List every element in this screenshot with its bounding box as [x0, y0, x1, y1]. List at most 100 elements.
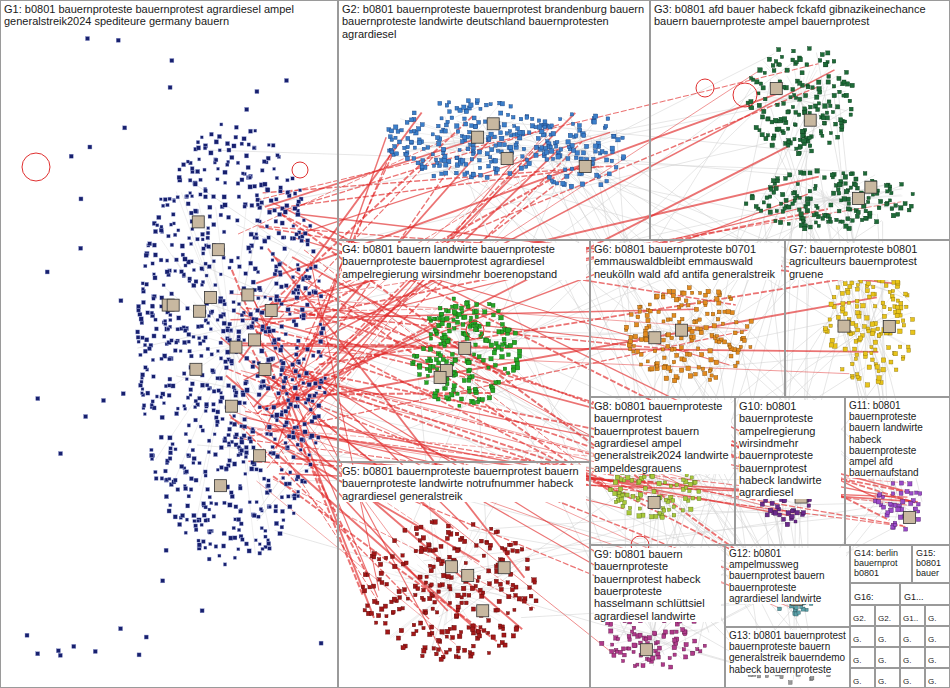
network-vertex — [757, 103, 761, 107]
network-vertex — [464, 162, 468, 166]
network-vertex — [228, 322, 232, 326]
network-vertex — [298, 361, 301, 364]
network-vertex — [168, 436, 172, 440]
network-vertex — [266, 386, 270, 390]
network-vertex — [469, 103, 473, 107]
network-vertex — [219, 341, 223, 345]
network-vertex — [302, 381, 305, 384]
network-vertex — [296, 443, 299, 446]
network-vertex — [266, 484, 270, 488]
network-vertex — [513, 125, 516, 128]
network-vertex — [431, 133, 434, 136]
avatar-vertex — [472, 131, 484, 143]
network-vertex — [269, 451, 272, 454]
network-vertex — [263, 182, 267, 186]
network-vertex — [758, 68, 763, 73]
network-vertex — [309, 463, 313, 467]
network-edge — [655, 630, 698, 635]
network-vertex — [474, 125, 478, 129]
network-vertex — [472, 116, 476, 120]
network-vertex — [251, 280, 255, 284]
network-edge — [450, 590, 471, 623]
network-vertex — [280, 345, 283, 348]
network-vertex — [828, 141, 832, 145]
network-vertex — [572, 149, 576, 153]
network-vertex — [787, 110, 791, 114]
network-vertex — [286, 179, 289, 182]
network-vertex — [207, 265, 211, 269]
network-vertex — [238, 265, 242, 269]
network-edge — [244, 70, 835, 380]
network-vertex — [827, 75, 831, 79]
network-vertex — [286, 398, 290, 402]
network-vertex — [278, 531, 282, 535]
network-vertex — [192, 268, 195, 271]
network-vertex — [610, 146, 614, 150]
network-vertex — [282, 476, 285, 479]
network-vertex — [271, 143, 275, 147]
network-vertex — [141, 388, 144, 391]
network-vertex — [208, 215, 212, 219]
network-vertex — [212, 389, 216, 393]
network-vertex — [475, 99, 479, 103]
network-edge — [232, 190, 266, 345]
network-vertex — [540, 130, 544, 134]
network-vertex — [139, 317, 143, 321]
network-vertex — [189, 477, 193, 481]
network-vertex — [592, 157, 596, 161]
network-vertex — [305, 303, 309, 307]
network-vertex — [144, 366, 148, 370]
network-vertex — [849, 107, 853, 111]
network-vertex — [278, 348, 283, 353]
network-vertex — [216, 376, 220, 380]
network-vertex — [489, 103, 492, 106]
network-vertex — [176, 488, 180, 492]
network-vertex — [151, 262, 154, 265]
network-vertex — [292, 319, 296, 323]
network-edge — [667, 335, 690, 375]
network-vertex — [200, 523, 203, 526]
network-vertex — [259, 468, 263, 472]
network-vertex — [440, 117, 443, 120]
network-vertex — [540, 146, 543, 149]
network-vertex — [146, 391, 150, 395]
network-vertex — [512, 116, 516, 120]
network-vertex — [176, 328, 180, 332]
network-vertex — [143, 413, 146, 416]
network-vertex — [199, 178, 203, 182]
network-vertex — [280, 325, 284, 329]
network-vertex — [436, 161, 439, 164]
network-vertex — [245, 388, 250, 393]
network-vertex — [223, 501, 227, 505]
network-vertex — [232, 462, 236, 466]
network-vertex — [764, 97, 767, 100]
network-vertex — [772, 69, 776, 73]
network-vertex — [178, 168, 181, 171]
network-vertex — [760, 133, 764, 137]
network-vertex — [143, 343, 147, 347]
network-vertex — [247, 175, 251, 179]
network-vertex — [228, 503, 233, 508]
network-vertex — [547, 145, 551, 149]
network-vertex — [443, 154, 447, 158]
network-vertex — [247, 246, 251, 250]
network-vertex — [278, 189, 282, 193]
network-vertex — [314, 291, 318, 295]
network-vertex — [317, 404, 321, 408]
network-edge — [580, 150, 612, 155]
network-vertex — [151, 400, 154, 403]
network-vertex — [410, 118, 414, 122]
network-vertex — [755, 80, 759, 84]
network-vertex — [241, 393, 245, 397]
network-vertex — [236, 256, 239, 259]
network-vertex — [550, 179, 553, 182]
network-vertex — [224, 366, 228, 370]
network-vertex — [433, 164, 436, 167]
network-vertex — [458, 149, 461, 152]
network-vertex — [566, 140, 570, 144]
network-vertex — [150, 311, 154, 315]
network-vertex — [189, 388, 193, 392]
network-vertex — [185, 470, 189, 474]
network-vertex — [416, 161, 420, 165]
network-vertex — [180, 513, 184, 517]
